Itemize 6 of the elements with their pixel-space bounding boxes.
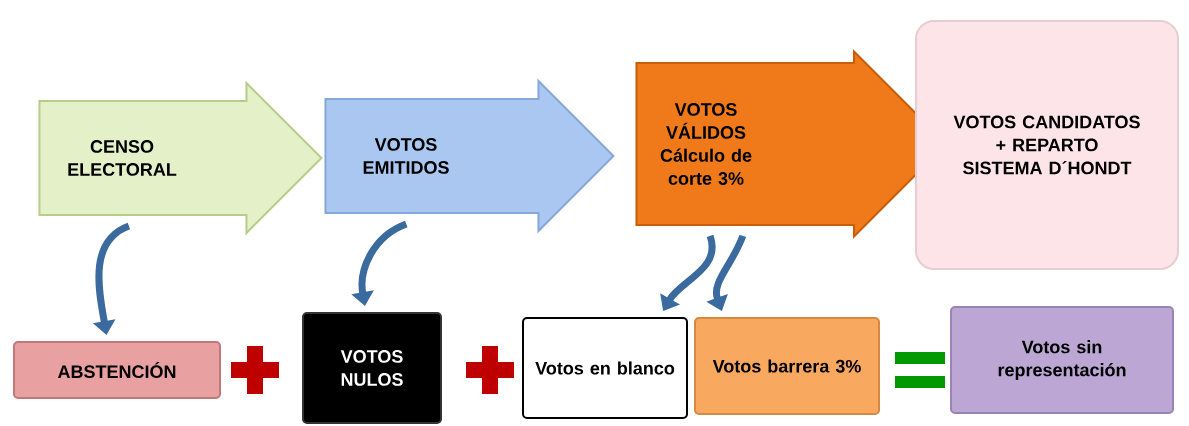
- process-box: Votos en blanco: [522, 317, 688, 419]
- process-box: ABSTENCIÓN: [13, 341, 221, 399]
- process-box: VOTOS NULOS: [302, 312, 442, 424]
- process-box: Votos barrera 3%: [694, 317, 880, 415]
- rounded-box: VOTOS CANDIDATOS + REPARTO SISTEMA D´HONDT: [915, 20, 1179, 270]
- process-box: Votos sin representación: [950, 306, 1174, 414]
